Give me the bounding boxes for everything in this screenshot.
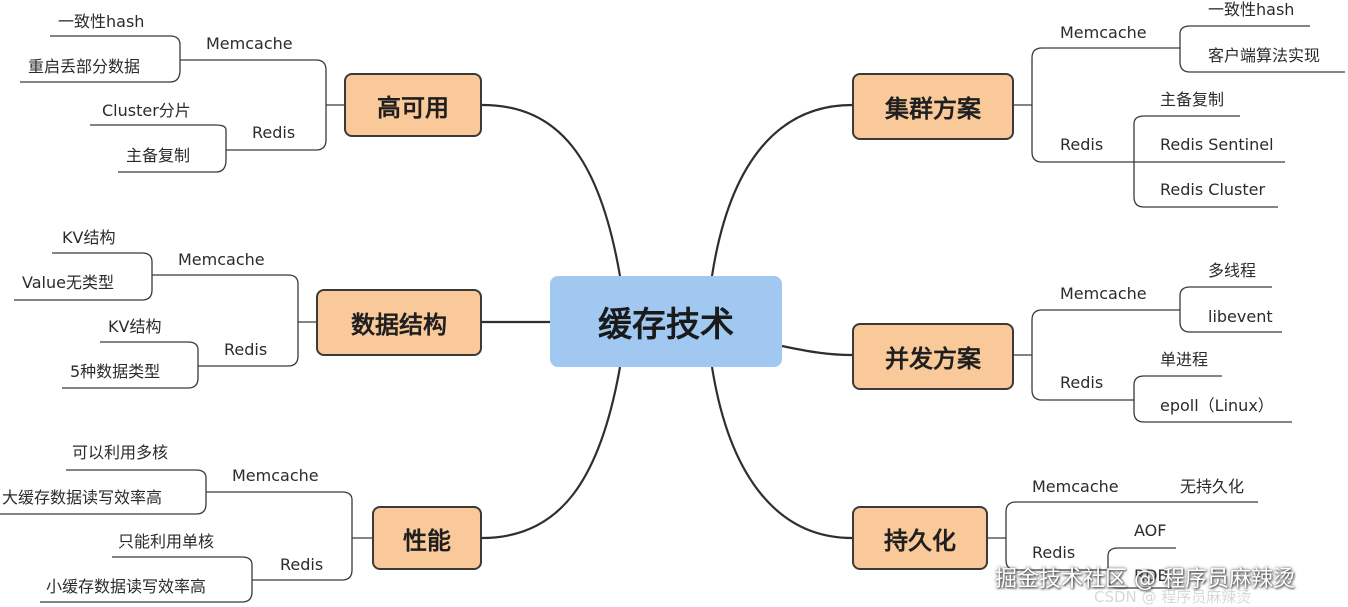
watermark-sub: CSDN @ 程序员麻辣烫: [1094, 588, 1252, 606]
topic-cluster-solution[interactable]: 集群方案: [852, 73, 1014, 140]
ha-memcache-item-2: 重启丢部分数据: [28, 57, 141, 76]
cluster-redis-item-1: 主备复制: [1160, 90, 1225, 109]
ds-redis-label: Redis: [224, 340, 268, 359]
conc-memcache-item-1: 多线程: [1208, 261, 1257, 280]
cluster-redis-item-3: Redis Cluster: [1160, 180, 1266, 199]
ha-redis-item-1: Cluster分片: [102, 101, 191, 120]
conc-redis-item-1: 单进程: [1160, 350, 1209, 369]
cluster-memcache-item-1: 一致性hash: [1208, 0, 1295, 19]
perf-memcache-item-2: 大缓存数据读写效率高: [2, 488, 163, 507]
perf-redis-item-1: 只能利用单核: [118, 532, 215, 551]
persist-redis-label: Redis: [1032, 543, 1076, 562]
ha-memcache-label: Memcache: [206, 34, 293, 53]
root-branches: [481, 103, 853, 540]
ds-memcache-item-2: Value无类型: [22, 273, 114, 292]
topic-persistence[interactable]: 持久化: [852, 506, 988, 570]
conc-memcache-label: Memcache: [1060, 284, 1147, 303]
persist-redis-item-1: AOF: [1134, 521, 1167, 540]
ds-redis-item-1: KV结构: [108, 317, 162, 336]
watermark-main: 掘金技术社区 @ 程序员麻辣烫: [995, 567, 1295, 592]
ha-memcache-item-1: 一致性hash: [58, 12, 145, 31]
conc-redis-label: Redis: [1060, 373, 1104, 392]
persist-memcache-label: Memcache: [1032, 477, 1119, 496]
topic-concurrency[interactable]: 并发方案: [852, 323, 1014, 390]
perf-memcache-item-1: 可以利用多核: [72, 443, 169, 462]
ha-redis-label: Redis: [252, 123, 296, 142]
ha-redis-item-2: 主备复制: [126, 146, 191, 165]
persist-memcache-item-1: 无持久化: [1180, 477, 1245, 496]
perf-redis-label: Redis: [280, 555, 324, 574]
persist-redis-item-2: RDB: [1134, 566, 1169, 585]
cluster-memcache-label: Memcache: [1060, 23, 1147, 42]
topic-data-structure[interactable]: 数据结构: [316, 289, 482, 356]
conc-memcache-item-2: libevent: [1208, 307, 1273, 326]
cluster-redis-item-2: Redis Sentinel: [1160, 135, 1274, 154]
perf-memcache-label: Memcache: [232, 466, 319, 485]
ds-memcache-item-1: KV结构: [62, 228, 116, 247]
topic-performance[interactable]: 性能: [372, 506, 482, 570]
root-node[interactable]: 缓存技术: [550, 276, 782, 367]
conc-redis-item-2: epoll（Linux）: [1160, 396, 1274, 415]
cluster-redis-label: Redis: [1060, 135, 1104, 154]
perf-redis-item-2: 小缓存数据读写效率高: [46, 577, 207, 596]
ds-memcache-label: Memcache: [178, 250, 265, 269]
topic-high-availability[interactable]: 高可用: [344, 73, 482, 137]
leaf-branches: [0, 25, 1345, 603]
cluster-memcache-item-2: 客户端算法实现: [1208, 46, 1321, 65]
ds-redis-item-2: 5种数据类型: [70, 362, 161, 381]
